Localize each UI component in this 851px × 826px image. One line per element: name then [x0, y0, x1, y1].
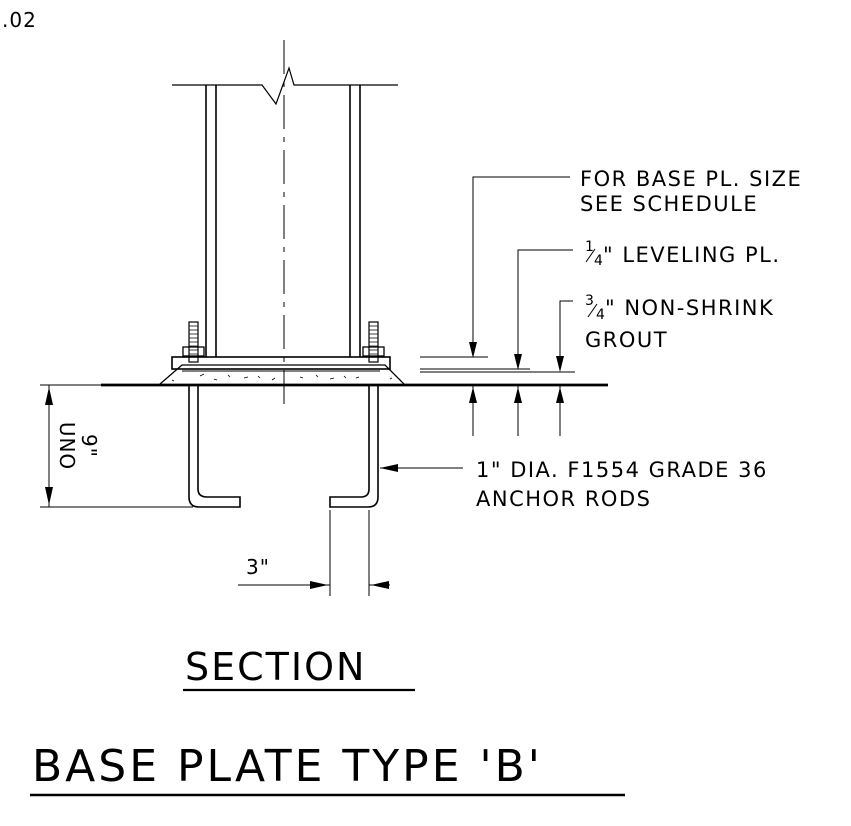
grout-pad: [159, 364, 405, 385]
grout-stipple: [171, 373, 393, 382]
grout-frac-den: 4: [596, 307, 605, 323]
base-plate-note-line1: FOR BASE PL. SIZE: [580, 167, 802, 191]
steel-column: [205, 85, 361, 357]
grout-note-line1: " NON-SHRINK: [605, 296, 774, 320]
base-plate: [171, 356, 391, 370]
base-plate-note-line2: SEE SCHEDULE: [580, 192, 758, 216]
anchor-rod-note-line1: 1" DIA. F1554 GRADE 36: [476, 458, 768, 482]
anchor-nuts: [182, 346, 385, 357]
thickness-reference-lines: [420, 356, 575, 436]
grout-note-line2: GROUT: [585, 328, 668, 352]
anchor-rod-note-line2: ANCHOR RODS: [476, 487, 651, 511]
section-title: SECTION: [185, 645, 366, 689]
embedment-value: 9": [77, 434, 101, 458]
anchor-rod-leader: [380, 464, 463, 472]
leveling-plate-leader: [514, 249, 573, 370]
embedment-dimension: [40, 384, 193, 508]
sheet-reference: .02: [2, 8, 37, 32]
leveling-frac-den: 4: [594, 253, 603, 269]
hook-dimension-value: 3": [246, 555, 270, 579]
anchor-rods: [188, 385, 379, 508]
column-break-line: [172, 66, 398, 106]
leveling-note: " LEVELING PL.: [603, 243, 781, 267]
anchor-rod-threads: [188, 321, 379, 363]
leveling-frac-num: 1: [585, 239, 594, 255]
hook-dimension: [238, 510, 390, 596]
base-plate-leader: [469, 176, 570, 358]
grout-frac-num: 3: [585, 293, 594, 309]
detail-title: BASE PLATE TYPE 'B': [32, 741, 543, 792]
embedment-uno-note: UNO: [55, 422, 79, 470]
grout-leader: [556, 300, 573, 372]
